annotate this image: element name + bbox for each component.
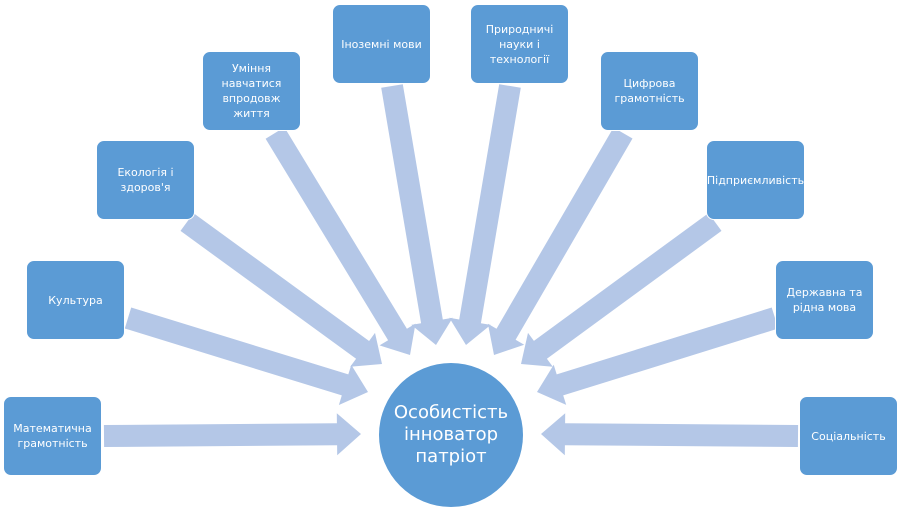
arrow-entrepreneur — [521, 213, 722, 367]
node-label: Екологія і здоров'я — [117, 166, 174, 194]
arrow-foreign — [381, 84, 453, 345]
arrow-culture — [124, 307, 368, 405]
node-math: Математична грамотність — [3, 396, 102, 476]
arrow-science — [449, 84, 521, 345]
node-foreign: Іноземні мови — [332, 4, 431, 84]
node-ecology: Екологія і здоров'я — [96, 140, 195, 220]
node-label: Уміння навчатися впродовж життя — [221, 62, 282, 120]
node-culture: Культура — [26, 260, 125, 340]
node-state-lang: Державна та рідна мова — [775, 260, 874, 340]
arrow-math — [103, 413, 362, 456]
arrow-social — [541, 413, 799, 456]
node-label: Культура — [48, 293, 103, 307]
node-digital: Цифрова грамотність — [600, 51, 699, 131]
center-label: Особистість інноватор патріот — [393, 402, 509, 467]
node-science: Природничі науки і технології — [470, 4, 569, 84]
node-entrepreneur: Підприємливість — [706, 140, 805, 220]
node-social: Соціальність — [799, 396, 898, 476]
center-circle: Особистість інноватор патріот — [379, 363, 523, 507]
node-lifelong: Уміння навчатися впродовж життя — [202, 51, 301, 131]
arrow-lifelong — [265, 127, 416, 355]
node-label: Іноземні мови — [341, 37, 422, 51]
arrow-state-lang — [537, 307, 779, 405]
node-label: Державна та рідна мова — [786, 286, 863, 314]
node-label: Соціальність — [811, 429, 886, 443]
arrow-ecology — [180, 213, 382, 367]
node-label: Підприємливість — [706, 173, 805, 187]
node-label: Математична грамотність — [13, 422, 92, 450]
node-label: Природничі науки і технології — [485, 22, 554, 66]
arrow-digital — [487, 127, 633, 355]
node-label: Цифрова грамотність — [614, 77, 685, 105]
